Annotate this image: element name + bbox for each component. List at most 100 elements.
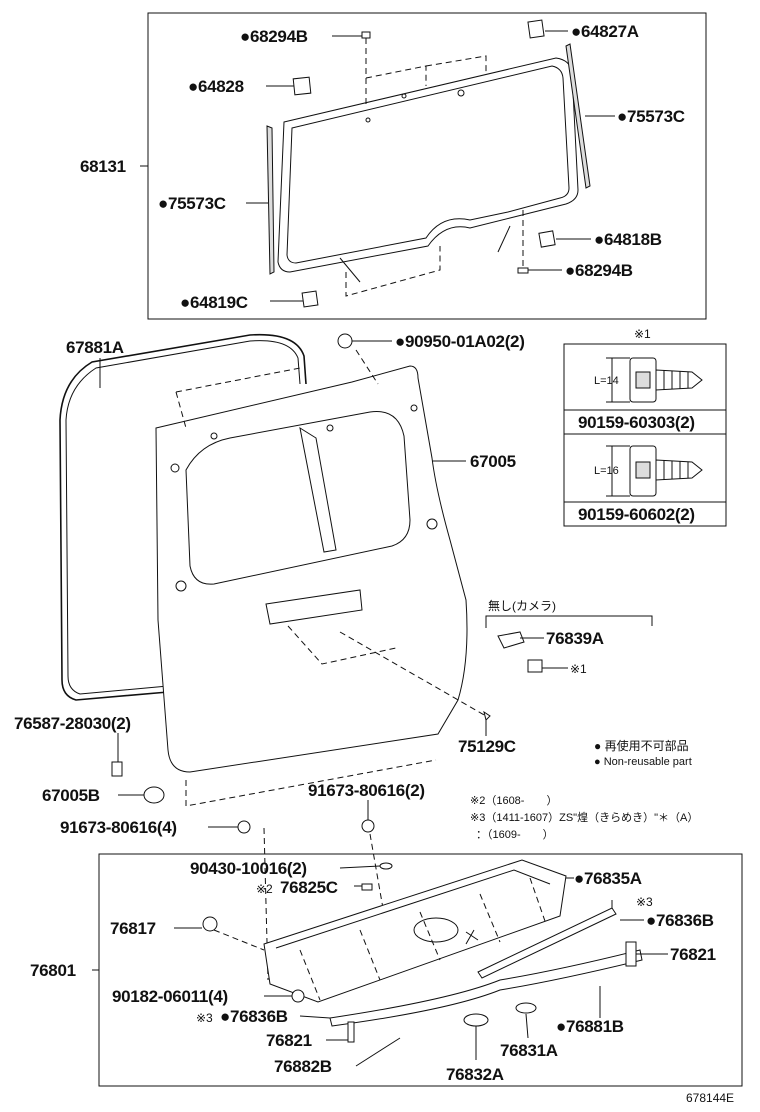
nut-90182 <box>291 989 305 1003</box>
legend-reuse-jp: ● 再使用不可部品 <box>594 738 689 753</box>
label-67881A: 67881A <box>66 338 124 357</box>
emblem-76831A <box>515 1002 537 1014</box>
garnish-strip-76881B <box>329 949 643 1027</box>
back-window-glass-inner <box>286 65 570 264</box>
label-68131: 68131 <box>80 157 126 176</box>
label-64819C: ●64819C <box>180 293 248 312</box>
label-76801: 76801 <box>30 961 76 980</box>
label-68294B-bottom: ●68294B <box>565 261 633 280</box>
label-76821-left: 76821 <box>266 1031 312 1050</box>
nut-76817 <box>202 916 218 932</box>
note-no-camera: 無し(カメラ) <box>488 598 556 613</box>
label-76817: 76817 <box>110 919 156 938</box>
guide-line <box>425 55 487 74</box>
label-64828: ●64828 <box>188 77 244 96</box>
label-64827A: ●64827A <box>571 22 639 41</box>
screw-91673-right <box>361 819 375 833</box>
back-window-glass <box>277 57 579 273</box>
emblem-76832A <box>463 1013 489 1027</box>
clip-68294B-top <box>361 31 371 39</box>
label-76821-right: 76821 <box>670 945 716 964</box>
molding-left <box>266 125 275 275</box>
clip-76825C <box>361 883 373 891</box>
spacer-64827A <box>527 19 545 39</box>
guide-line <box>355 349 379 385</box>
bolt-90159-60602 <box>606 445 703 497</box>
inset-ref-mark: ※1 <box>634 327 651 341</box>
label-76825C: 76825C <box>280 878 338 897</box>
note-line-3: ：（1609- ） <box>476 828 554 841</box>
clip-68294B-bottom <box>517 267 529 274</box>
door-hole <box>426 518 438 530</box>
door-hole <box>326 424 334 432</box>
guide-line <box>497 225 511 253</box>
ref-mark-2: ※2 <box>256 882 273 896</box>
diagram-code: 678144E <box>686 1091 734 1105</box>
label-90159-60303: 90159-60303(2) <box>578 413 695 432</box>
leader <box>525 1013 529 1039</box>
label-76836B-right: ●76836B <box>646 911 714 930</box>
label-75573C-left: ●75573C <box>158 194 226 213</box>
label-76831A: 76831A <box>500 1041 558 1060</box>
label-76839A: 76839A <box>546 629 604 648</box>
leader <box>355 1037 401 1067</box>
back-door-panel-67005 <box>155 365 468 773</box>
guide-line <box>185 759 437 807</box>
guide-line <box>175 391 187 429</box>
bolt1-length: L=14 <box>594 375 619 387</box>
leader <box>213 929 265 951</box>
label-76881B: ●76881B <box>556 1017 624 1036</box>
label-76882B: 76882B <box>274 1057 332 1076</box>
guide-line <box>263 827 269 981</box>
leader <box>299 1015 331 1019</box>
camera-bracket-leader <box>485 615 653 628</box>
garnish-strip-76835A <box>477 907 617 979</box>
screw-91673-left <box>237 820 251 834</box>
label-76832A: 76832A <box>446 1065 504 1084</box>
door-inner-seam <box>299 426 337 553</box>
garnish-clip-mark <box>465 929 479 945</box>
bolt-90159-60303 <box>606 357 703 403</box>
bolt2-length: L=16 <box>594 465 619 477</box>
label-67005B: 67005B <box>42 786 100 805</box>
weatherstrip-67881A <box>59 333 307 701</box>
label-64818B: ●64818B <box>594 230 662 249</box>
garnish-edge <box>275 869 551 949</box>
guide-line <box>365 65 427 86</box>
spacer-64828 <box>292 76 312 96</box>
label-90182: 90182-06011(4) <box>112 987 228 1006</box>
ref-mark-1: ※1 <box>570 662 587 676</box>
legend-nonreuse-en: ● Non-reusable part <box>594 756 692 768</box>
spacer-64818B <box>538 230 556 248</box>
bolt-90950 <box>337 333 353 349</box>
door-plate-area <box>265 589 363 625</box>
door-hole <box>410 404 418 412</box>
weatherstrip-67881A-inner <box>65 340 301 695</box>
door-hole <box>210 432 218 440</box>
door-hole <box>175 580 187 592</box>
label-75573C-right: ●75573C <box>617 107 685 126</box>
label-76587: 76587-28030(2) <box>14 714 131 733</box>
note-line-1: ※2（1608- ） <box>470 794 557 807</box>
label-90159-60602: 90159-60602(2) <box>578 505 695 524</box>
label-76836B-left: ●76836B <box>220 1007 288 1026</box>
molding-right <box>565 43 591 189</box>
label-76835A: ●76835A <box>574 869 642 888</box>
leader <box>339 865 381 869</box>
ref-mark-3-left: ※3 <box>196 1011 213 1025</box>
cap-76821-left <box>347 1021 355 1043</box>
note-line-2: ※3（1411-1607）ZS"煌（きらめき）"＊（A） <box>470 811 698 824</box>
guide-line <box>369 833 393 961</box>
clip-75129C <box>483 710 491 721</box>
cushion-76587 <box>111 761 123 777</box>
cap-76821-right <box>625 941 637 967</box>
inset-bolts-frame <box>563 343 727 527</box>
label-91673-left: 91673-80616(4) <box>60 818 177 837</box>
garnish-ribs <box>299 877 547 1001</box>
guide-line <box>175 367 301 393</box>
bracket-76839A <box>497 631 525 649</box>
spacer-64819C <box>301 290 319 308</box>
door-hole <box>170 463 180 473</box>
